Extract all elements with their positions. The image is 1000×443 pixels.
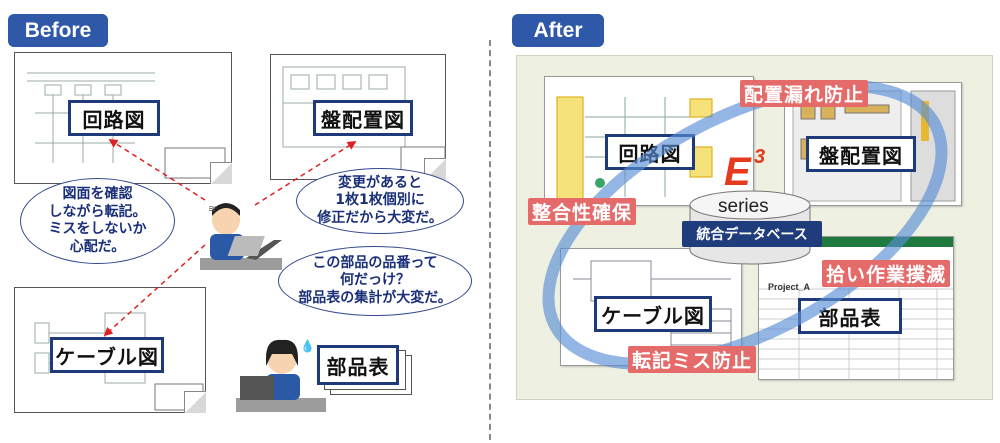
bom-project-name: Project_A [768, 282, 811, 292]
page-fold [184, 391, 206, 413]
bubble-line: 部品表の集計が大変だ。 [298, 289, 452, 306]
integrated-database-label: 統合データベース [682, 221, 822, 247]
database-cylinder-top [689, 190, 811, 220]
before-after-divider [489, 40, 491, 440]
before-badge: Before [8, 14, 108, 47]
bubble-revision: 変更があると 1枚1枚個別に 修正だから大変だ。 [296, 168, 464, 234]
svg-text:≋: ≋ [208, 204, 216, 215]
bubble-line: 何だっけ？ [340, 272, 410, 289]
before-circuit-label: 回路図 [68, 100, 160, 136]
bubble-line: 修正だから大変だ。 [317, 209, 443, 226]
after-badge: After [512, 14, 604, 47]
bubble-line: 図面を確認 [62, 186, 133, 202]
arrow-to-cable [103, 244, 206, 337]
benefit-pickup: 拾い作業撲滅 [822, 260, 951, 287]
e3-logo: E [724, 150, 751, 194]
before-bom-label: 部品表 [317, 345, 399, 385]
e3-logo-superscript: 3 [754, 146, 766, 168]
arrow-to-panel [254, 141, 357, 206]
bubble-line: 変更があると [338, 174, 422, 191]
svg-text:💧: 💧 [300, 339, 315, 353]
bubble-line: ミスをしないか [48, 221, 147, 237]
bubble-line: しながら転記。 [48, 203, 147, 220]
e3-series-label: series [718, 196, 769, 217]
before-arrows [103, 139, 357, 337]
after-panel-label: 盤配置図 [806, 136, 916, 172]
integration-ring [542, 80, 948, 370]
benefit-transcription: 転記ミス防止 [628, 346, 757, 373]
bubble-parts: この部品の品番って 何だっけ？ 部品表の集計が大変だ。 [278, 246, 472, 316]
before-panel-label: 盤配置図 [313, 100, 413, 136]
worker-man-icon: ≋ [200, 203, 282, 270]
benefit-consistency: 整合性確保 [528, 198, 637, 225]
benefit-placement: 配置漏れ防止 [740, 80, 869, 107]
arrow-to-circuit [108, 139, 206, 201]
after-cable-label: ケーブル図 [594, 296, 712, 332]
bubble-line: 心配だ。 [69, 238, 126, 255]
bubble-line: 1枚1枚個別に [335, 192, 425, 209]
before-cable-label: ケーブル図 [50, 337, 164, 373]
page-fold [210, 162, 232, 184]
bubble-transcribe: 図面を確認 しながら転記。 ミスをしないか 心配だ。 [20, 178, 175, 264]
worker-woman-icon: 💧 [236, 339, 326, 412]
bubble-line: この部品の品番って [312, 254, 438, 271]
